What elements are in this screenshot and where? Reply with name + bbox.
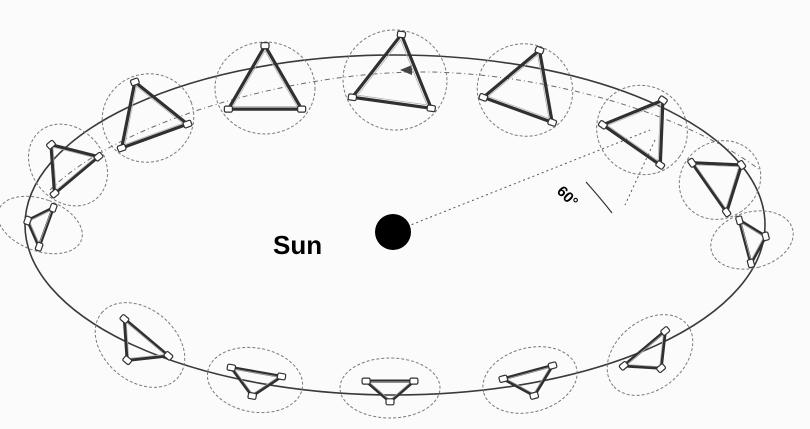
orbit-direction-arrow — [400, 65, 412, 75]
spacecraft-node — [261, 43, 269, 49]
formation-orbit-ring — [475, 337, 584, 424]
laser-link — [357, 35, 435, 105]
formation-orbit-ring — [664, 125, 776, 235]
spacecraft-node — [117, 144, 127, 152]
spacecraft-node — [362, 378, 370, 384]
spacecraft-triangle — [483, 38, 574, 123]
orbit-path-dashed — [50, 72, 760, 190]
sun-to-formation-guide — [393, 130, 650, 232]
spacecraft-formation — [591, 298, 708, 412]
formation-orbit-ring — [591, 298, 708, 412]
spacecraft-node — [747, 259, 755, 268]
spacecraft-formation — [579, 68, 705, 193]
sun — [375, 214, 411, 250]
spacecraft-node — [658, 95, 668, 105]
spacecraft-triangle — [624, 331, 682, 386]
spacecraft-node — [735, 216, 743, 225]
spacecraft-formation — [464, 30, 586, 149]
spacecraft-formation — [79, 285, 202, 404]
spacecraft-formation — [215, 42, 315, 134]
spacecraft-node — [427, 105, 436, 112]
angle-arc — [586, 182, 612, 213]
spacecraft-node — [410, 378, 418, 384]
spacecraft-node — [762, 232, 770, 241]
spacecraft-node — [499, 375, 508, 383]
laser-link — [34, 131, 95, 190]
sun-label: Sun — [273, 230, 322, 260]
laser-link — [608, 86, 686, 161]
spacecraft-formation — [202, 340, 308, 420]
spacecraft-node — [122, 355, 132, 365]
spacecraft-formation — [475, 337, 584, 424]
angle-label: 60° — [553, 183, 581, 211]
spacecraft-formation — [0, 186, 90, 265]
spacecraft-node — [298, 106, 306, 112]
spacecraft-formation — [664, 125, 776, 235]
formation-orbit-ring — [215, 42, 315, 134]
spacecraft-formation — [340, 358, 440, 418]
spacecraft-node — [248, 392, 257, 399]
spacecraft-formation — [337, 23, 454, 137]
formation-orbit-ring — [79, 285, 202, 404]
formation-orbit-ring — [579, 68, 705, 193]
spacecraft-node — [548, 362, 557, 370]
spacecraft-triangle — [228, 46, 301, 109]
spacecraft-node — [224, 106, 232, 112]
spacecraft-node — [49, 203, 57, 213]
spacecraft-node — [46, 140, 56, 150]
laser-link — [695, 145, 754, 209]
spacecraft-node — [530, 392, 539, 400]
spacecraft-node — [277, 373, 286, 380]
formation-orbit-ring — [0, 186, 90, 265]
spacecraft-formation — [704, 202, 800, 278]
spacecraft-triangle — [105, 319, 168, 379]
spacecraft-formation — [12, 108, 124, 222]
spacecraft-node — [386, 399, 394, 405]
spacecraft-node — [227, 364, 236, 371]
spacecraft-node — [547, 118, 557, 126]
formation-orbit-ring — [12, 108, 124, 222]
laser-link — [233, 51, 298, 107]
formation-orbit-ring — [464, 30, 586, 149]
formation-orbit-ring — [340, 358, 440, 418]
formation-orbit-ring — [202, 340, 308, 420]
spacecraft-node — [397, 31, 406, 38]
spacecraft-node — [348, 94, 357, 101]
spacecraft-node — [656, 363, 666, 373]
